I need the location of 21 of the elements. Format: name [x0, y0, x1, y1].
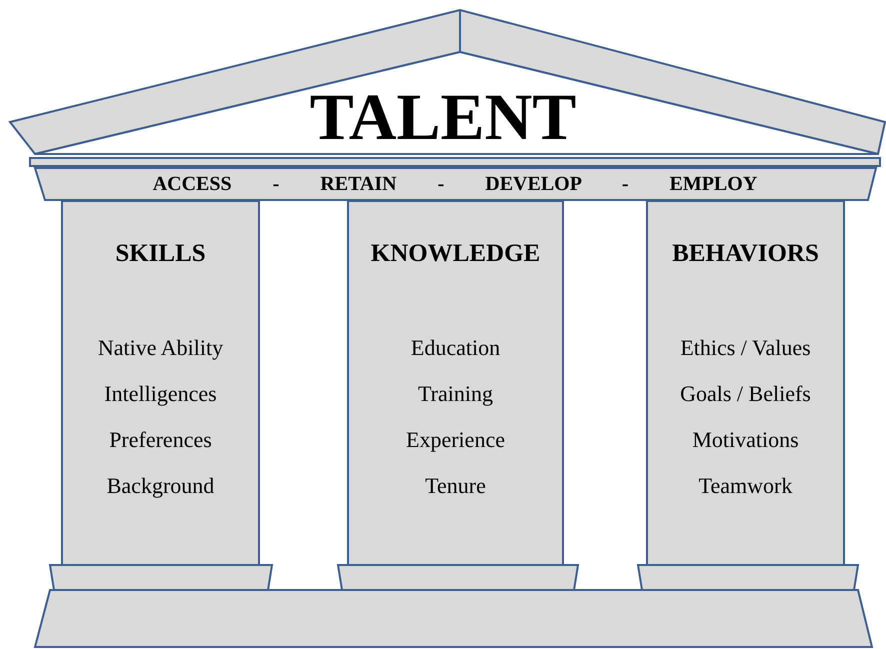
pillar-item: Native Ability: [96, 334, 224, 362]
pillar-item: Background: [106, 472, 216, 500]
pillar-item: Goals / Beliefs: [679, 380, 812, 408]
pillar-item: Training: [417, 380, 494, 408]
temple-pillar: [647, 201, 844, 565]
temple-banner: [28, 156, 882, 202]
pillar-item: Tenure: [424, 472, 487, 500]
banner-text: ACCESS - RETAIN - DEVELOP - EMPLOY: [152, 172, 758, 196]
pillar-item: Motivations: [691, 426, 800, 454]
pillar-item: Education: [410, 334, 502, 362]
temple-pillar: [62, 201, 259, 565]
pillar-item: Experience: [405, 426, 506, 454]
pillar-heading: KNOWLEDGE: [370, 239, 542, 269]
pillar-item: Teamwork: [698, 472, 794, 500]
temple-pillar: [348, 201, 563, 565]
pillar-heading: BEHAVIORS: [671, 239, 820, 269]
pillar-item: Intelligences: [103, 380, 218, 408]
pillar-heading: SKILLS: [114, 239, 207, 269]
pillar-item: Ethics / Values: [679, 334, 812, 362]
roof-title: TALENT: [308, 80, 578, 156]
pillar-item: Preferences: [108, 426, 213, 454]
